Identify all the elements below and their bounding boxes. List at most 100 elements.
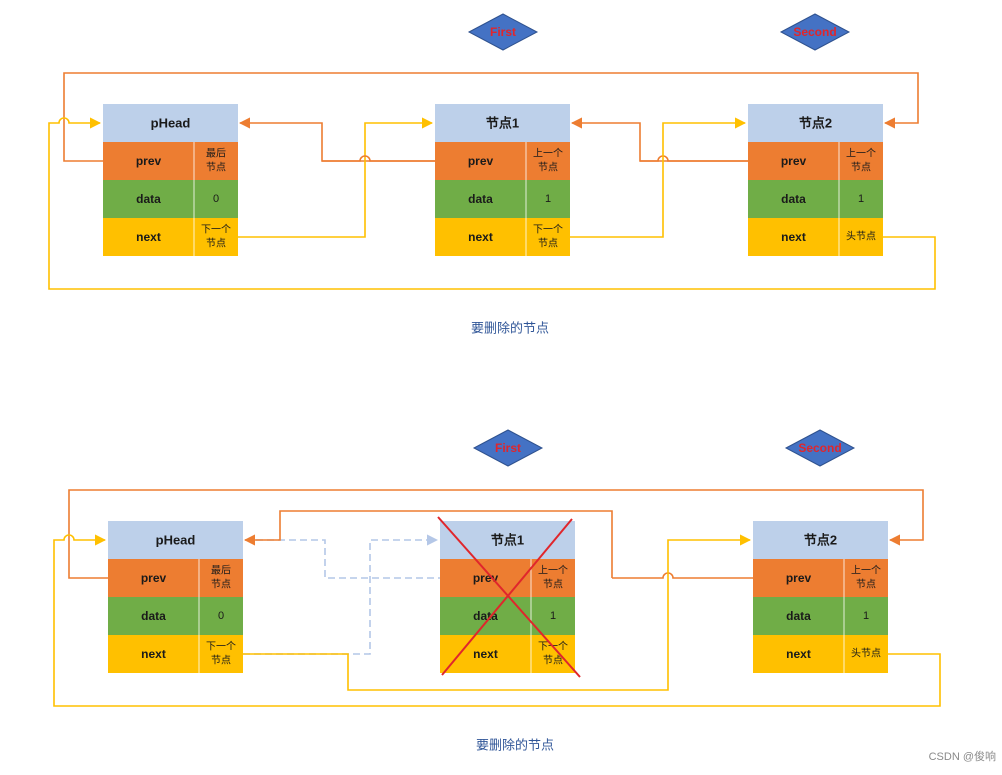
d2-node0-data-row (108, 597, 243, 635)
d2-node2-header (753, 521, 888, 559)
d2-node1-prev-label: prev (473, 571, 499, 585)
d1-line-node2-prev-hop (640, 155, 748, 162)
d2-line-old-node1-prev (245, 539, 442, 579)
d2-line-phead-prev-to-tail (68, 489, 924, 579)
d2-node0-data-label: data (141, 609, 166, 623)
d2-cross-line-1 (437, 516, 581, 678)
d1-node1-next-row (435, 218, 570, 256)
d2-node0-prev-label: prev (141, 571, 167, 585)
d1-node2-next-row (748, 218, 883, 256)
d1-line-phead-prev-to-tail (63, 72, 919, 162)
d1-node1-data-row (435, 180, 570, 218)
d1-pointer-first: First (467, 13, 539, 51)
d2-node2-prev-label: prev (786, 571, 812, 585)
d1-node1-prev-value-line2: 节点 (538, 162, 558, 174)
d1-node1-prev-row (435, 142, 570, 180)
d1-node0-next-row (103, 218, 238, 256)
d2-node1-next-row (440, 635, 575, 673)
d1-node0-next-label: next (136, 230, 161, 244)
d2-node0-next-label: next (141, 647, 166, 661)
watermark: CSDN @俊响 (929, 749, 996, 763)
d1-caption: 要删除的节点 (471, 321, 549, 336)
d1-node0-prev-row (103, 142, 238, 180)
d2-node0-header (108, 521, 243, 559)
d1-node0-data-value: 0 (213, 193, 219, 205)
d2-node2-next-value: 头节点 (851, 648, 881, 660)
d2-node0-next-value-line1: 下一个 (206, 641, 236, 653)
d2-node0-next-row (108, 635, 243, 673)
d2-pointer-second-label: Second (798, 441, 841, 455)
d2-pointer-second: Second (784, 429, 856, 467)
d1-node0-data-label: data (136, 192, 161, 206)
d1-pointer-second-label: Second (793, 25, 836, 39)
d1-node0-next-value-line1: 下一个 (201, 224, 231, 236)
d1-node0-prev-value-line1: 最后 (206, 148, 226, 160)
d1-node0-prev-label: prev (136, 154, 162, 168)
d1-pointer-second-shape (779, 13, 851, 51)
d1-line-phead-next-to-node1 (238, 117, 434, 238)
d2-node0-data-value: 0 (218, 610, 224, 622)
d1-line-node1-prev-hop (322, 155, 435, 162)
d2-node1-title: 节点1 (491, 533, 524, 548)
d2-pointer-first-shape (472, 429, 544, 467)
d2-node2-data-label: data (786, 609, 811, 623)
d1-line-node1-prev-to-phead (238, 117, 437, 162)
d1-node2-header (748, 104, 883, 142)
d1-node1-header (435, 104, 570, 142)
d1-node0-header (103, 104, 238, 142)
d2-node2-prev-value-line2: 节点 (856, 579, 876, 591)
d2-pointer-second-shape (784, 429, 856, 467)
d2-line-node2-prev-seg (612, 572, 755, 579)
d1-node1-data-label: data (468, 192, 493, 206)
d2-line-old-phead-next (243, 534, 439, 655)
d2-node2-next-label: next (786, 647, 811, 661)
d1-node0-title: pHead (151, 116, 191, 131)
d1-node0-next-value-line2: 节点 (206, 238, 226, 250)
d1-node2-data-label: data (781, 192, 806, 206)
d2-node0-prev-row (108, 559, 243, 597)
d1-line-node2-prev-to-node1 (570, 117, 750, 162)
d1-pointer-first-shape (467, 13, 539, 51)
d2-node2-title: 节点2 (804, 533, 837, 548)
d1-node2-title: 节点2 (799, 116, 832, 131)
d2-node1-prev-value-line2: 节点 (543, 579, 563, 591)
d1-node1-title: 节点1 (486, 116, 519, 131)
d1-node2-next-label: next (781, 230, 806, 244)
d1-line-tail-next-to-head (48, 117, 936, 290)
d2-node0-prev-value-line1: 最后 (211, 565, 231, 577)
d2-node1-prev-value-line1: 上一个 (538, 565, 568, 577)
d2-node2-next-row (753, 635, 888, 673)
d1-pointer-first-label: First (490, 25, 516, 39)
d2-node2-prev-value-line1: 上一个 (851, 565, 881, 577)
d2-node1-header (440, 521, 575, 559)
d1-node1-prev-label: prev (468, 154, 494, 168)
d2-node0-title: pHead (156, 533, 196, 548)
d2-caption: 要删除的节点 (476, 738, 554, 753)
d1-pointer-second: Second (779, 13, 851, 51)
d2-node2-prev-row (753, 559, 888, 597)
d1-node2-prev-value-line1: 上一个 (846, 148, 876, 160)
d2-node2-data-value: 1 (863, 610, 869, 622)
d1-node2-prev-value-line2: 节点 (851, 162, 871, 174)
d1-node1-next-value-line2: 节点 (538, 238, 558, 250)
d1-line-node1-next-to-node2 (570, 117, 747, 238)
d1-node1-next-label: next (468, 230, 493, 244)
d2-node1-data-label: data (473, 609, 498, 623)
d1-node1-prev-value-line1: 上一个 (533, 148, 563, 160)
d2-node1-data-value: 1 (550, 610, 556, 622)
d2-node1-next-value-line2: 节点 (543, 655, 563, 667)
d2-node2-data-row (753, 597, 888, 635)
d1-node2-data-value: 1 (858, 193, 864, 205)
d2-node1-data-row (440, 597, 575, 635)
d2-node1-prev-row (440, 559, 575, 597)
d1-node1-next-value-line1: 下一个 (533, 224, 563, 236)
d2-line-phead-next-to-node2 (243, 534, 752, 691)
d1-node2-data-row (748, 180, 883, 218)
